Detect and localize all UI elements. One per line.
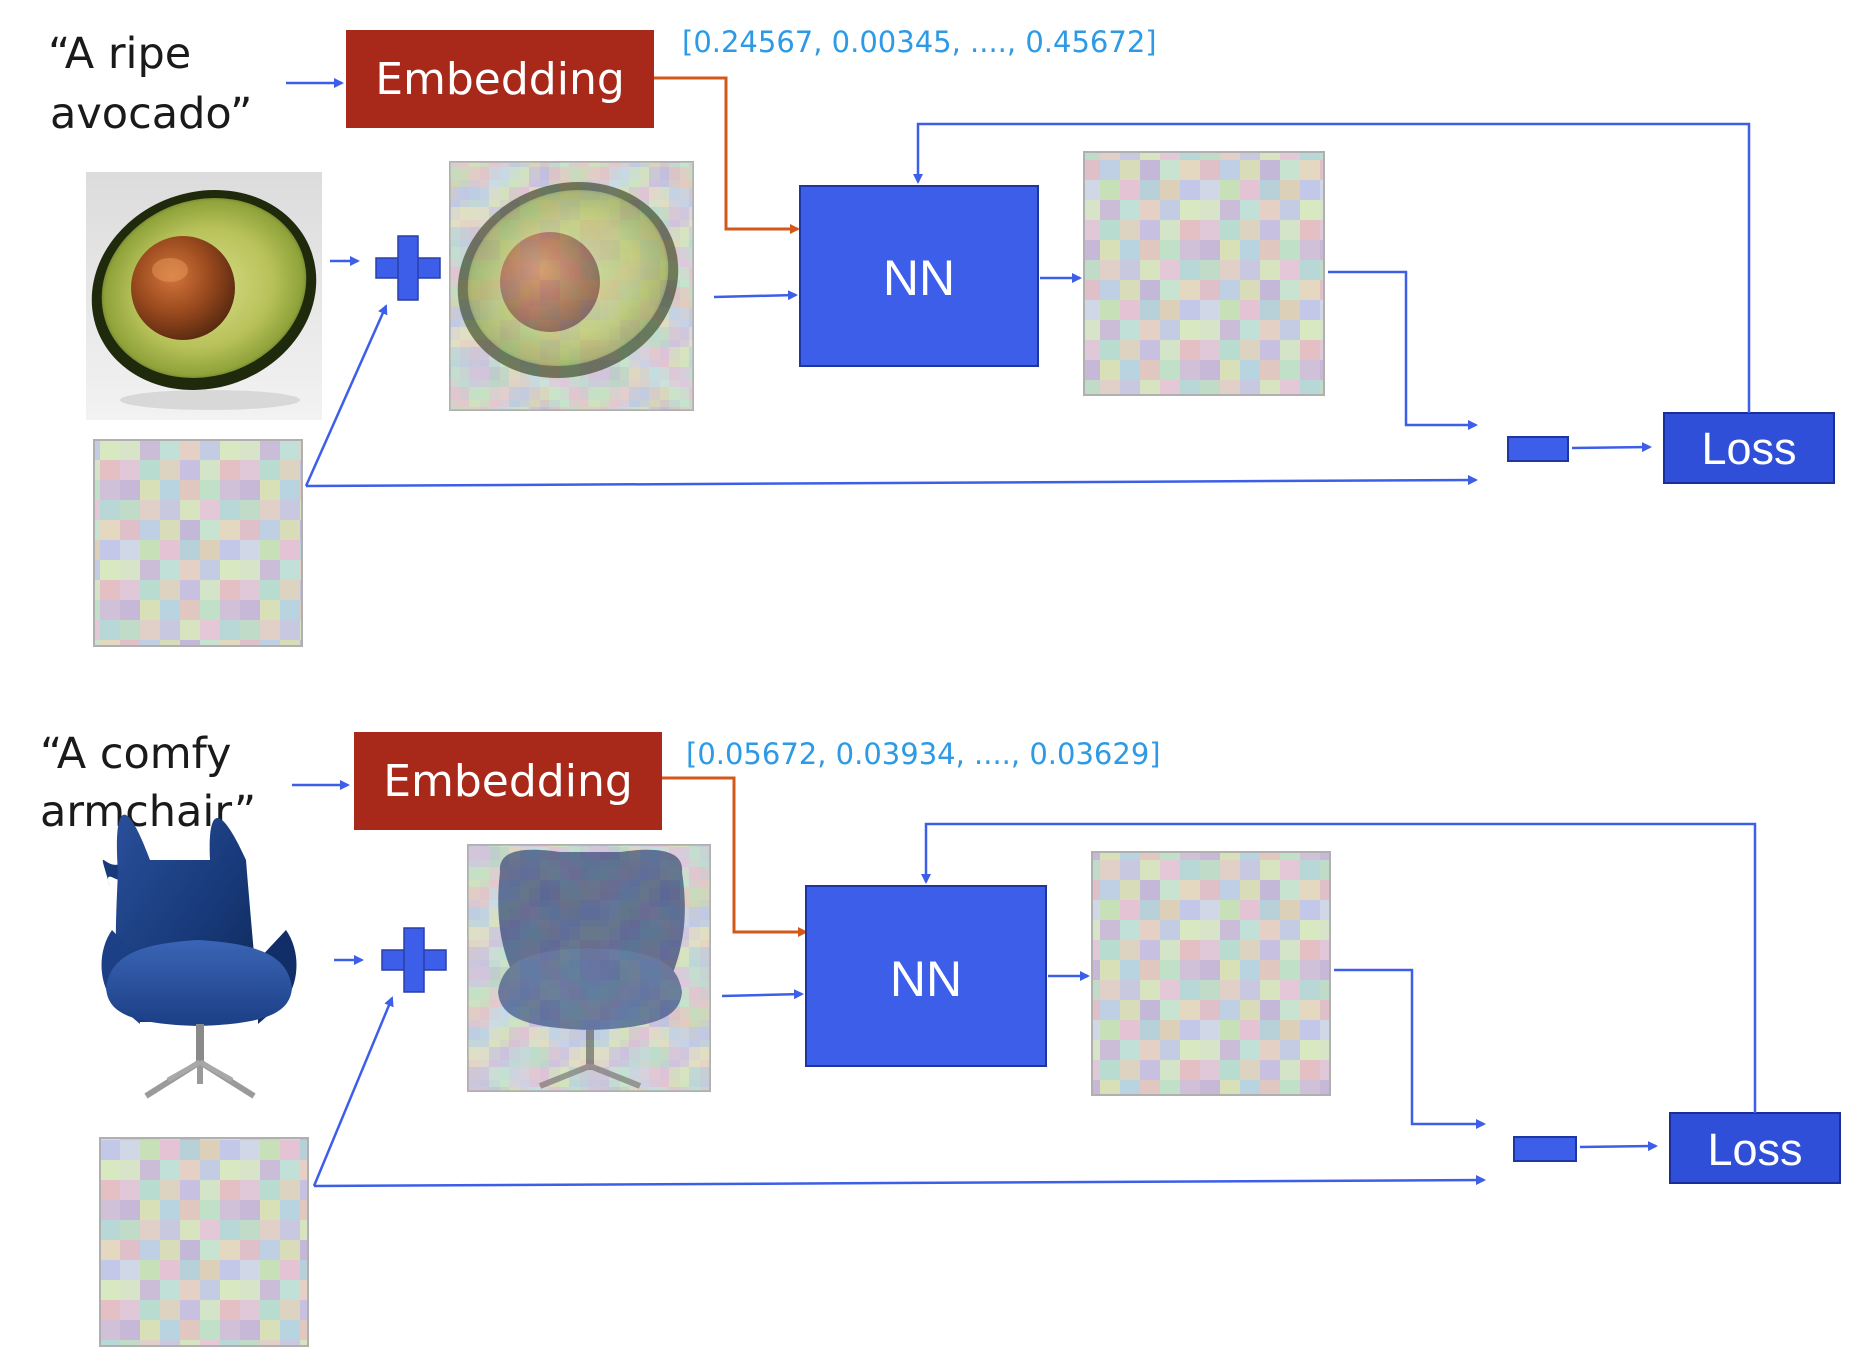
noise-image [93,439,303,647]
row-avocado: “A ripe avocado” Embedding [0.24567, 0.0… [48,25,1835,647]
clean-image-armchair [101,814,297,1099]
embedding-box-rect [346,30,654,128]
arrow-noise-to-plus [304,304,388,487]
plus-icon [375,235,441,301]
arrow-noise-to-subtract [305,475,1478,488]
predicted-noise-image [1083,151,1325,396]
arrow-prediction-to-subtract [1328,270,1478,430]
embedding-label: Embedding [383,756,633,807]
minus-icon [1507,436,1569,462]
arrow-loss-feedback [921,822,1757,1113]
arrow-embedding-to-nn [654,76,800,234]
nn-box-rect [799,185,1039,367]
plus-icon [381,927,447,993]
predicted-noise-image [1091,851,1331,1096]
clean-image-avocado [86,172,322,420]
noisy-image-armchair [467,844,711,1092]
prompt-line-1: “A comfy [40,729,231,779]
embedding-label: Embedding [375,54,625,105]
prompt-line-1: “A ripe [48,29,191,79]
arrow-subtract-to-loss [1579,1141,1658,1152]
prompt-line-2: avocado” [50,89,252,139]
arrow-noisy-to-nn [721,989,804,1000]
loss-box-rect [1663,412,1835,484]
embedding-box: Embedding [354,732,662,830]
loss-box: Loss [1669,1112,1841,1184]
arrow-noisy-to-nn [713,290,798,301]
loss-box-rect [1669,1112,1841,1184]
loss-label: Loss [1707,1124,1802,1175]
noisy-image-avocado [449,161,694,411]
nn-box: NN [799,185,1039,367]
nn-label: NN [883,250,955,306]
minus-icon [1513,1136,1577,1162]
embedding-box-rect [354,732,662,830]
nn-box-rect [805,885,1047,1067]
arrow-prediction-to-subtract [1334,968,1486,1129]
loss-box: Loss [1663,412,1835,484]
nn-box: NN [805,885,1047,1067]
row-armchair: “A comfy armchair” Embedding [0.05672, 0… [40,729,1841,1347]
arrow-subtract-to-loss [1571,442,1652,453]
embedding-box: Embedding [346,30,654,128]
arrow-noise-to-subtract [313,1175,1486,1188]
embedding-vector-text: [0.24567, 0.00345, ...., 0.45672] [682,25,1157,59]
nn-label: NN [890,951,962,1007]
noise-image [99,1137,309,1347]
embedding-vector-text: [0.05672, 0.03934, ...., 0.03629] [686,737,1161,771]
arrow-noise-to-plus [312,996,394,1187]
loss-label: Loss [1701,423,1796,474]
arrow-embedding-to-nn [662,776,808,937]
arrow-loss-feedback [913,122,1751,413]
